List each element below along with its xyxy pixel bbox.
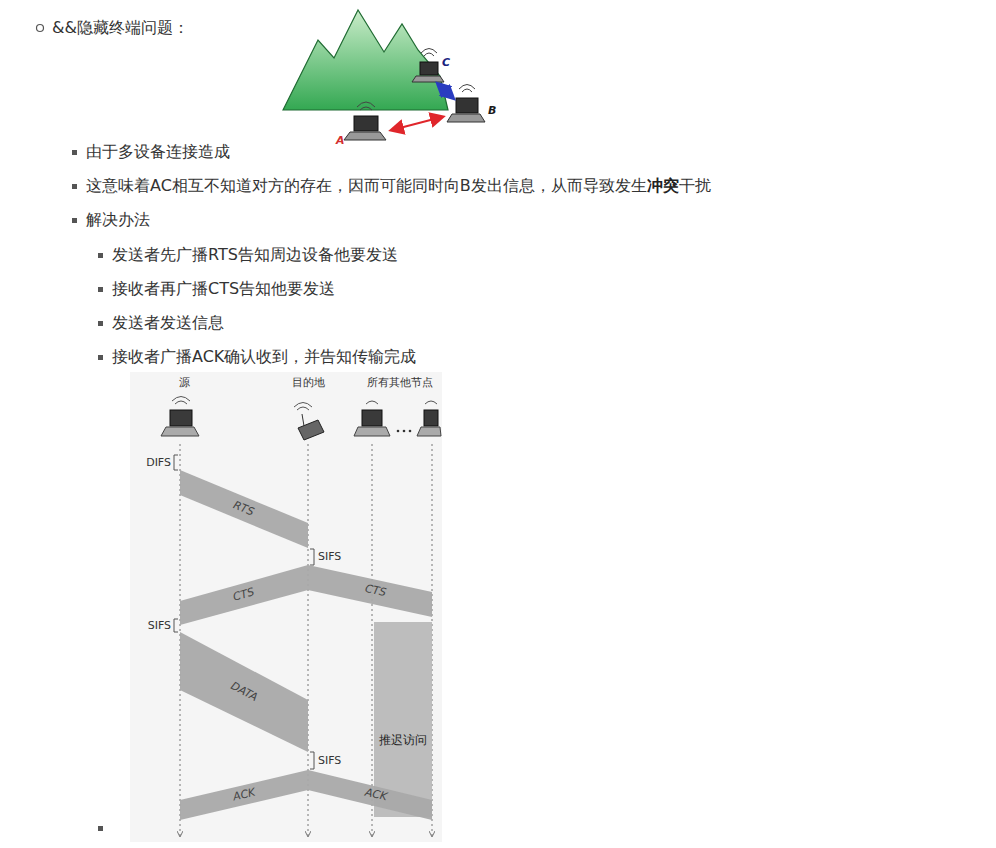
bullet-text: 干扰 (679, 176, 711, 195)
bullet-text: 这意味着AC相互不知道对方的存在，因而可能同时向B发出信息，从而导致发生 (86, 176, 647, 195)
rts-frame: RTS (180, 470, 308, 548)
cts-frame: CTS (308, 565, 432, 617)
column-header: 所有其他节点 (367, 376, 433, 390)
laptop-a (344, 102, 386, 140)
ack-frame: ACK (308, 770, 432, 820)
laptop-b (447, 85, 485, 123)
node-letter: C (442, 56, 450, 70)
bullet-text: 由于多设备连接造成 (86, 142, 230, 162)
shape-fill (180, 770, 308, 820)
column-header: 源 (179, 376, 190, 390)
column-header: 目的地 (292, 376, 325, 390)
hidden-terminal-illustration (283, 10, 485, 140)
shape-fill (308, 770, 432, 820)
shape-fill (308, 565, 432, 617)
emphasis-text: 冲突 (647, 176, 679, 195)
cts-frame: CTS (180, 565, 308, 625)
bullet-text-line: 这意味着AC相互不知道对方的存在，因而可能同时向B发出信息，从而导致发生冲突干扰 (86, 176, 711, 196)
interval-label: SIFS (318, 550, 341, 564)
node-letter: B (488, 104, 496, 118)
shape-fill (180, 565, 308, 625)
bullet-text: 接收者再广播CTS告知他要发送 (112, 279, 335, 299)
interval-label: SIFS (318, 754, 341, 768)
shape-fill (180, 470, 308, 548)
laptop-c (412, 49, 444, 83)
interval-label: DIFS (146, 456, 171, 470)
ack-frame: ACK (180, 770, 308, 820)
heading-text: &&隐藏终端问题： (52, 18, 189, 38)
bullet-text: 接收者广播ACK确认收到，并告知传输完成 (112, 347, 416, 367)
timing-diagram (130, 372, 442, 842)
shape-outline (374, 622, 432, 817)
frame-label: 推迟访问 (379, 733, 427, 747)
bullet-text: 发送者先广播RTS告知周边设备他要发送 (112, 245, 398, 265)
bullet-text: 发送者发送信息 (112, 313, 224, 333)
interval-label: SIFS (148, 619, 171, 633)
shape-fill (374, 622, 432, 817)
node-letter: A (336, 134, 345, 148)
data-frame: DATA (180, 632, 308, 752)
shape-fill (180, 632, 308, 752)
defer-access-band: 推迟访问 (374, 622, 432, 817)
bullet-text: 解决办法 (86, 210, 150, 230)
